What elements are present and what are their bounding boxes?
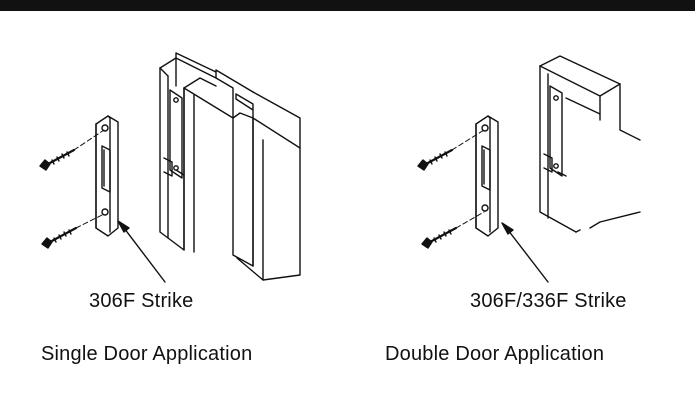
double-strike-label: 306F/336F Strike xyxy=(470,290,627,312)
single-door-application-caption: Single Door Application xyxy=(41,343,253,365)
double-door-screws xyxy=(417,129,485,249)
single-door-screws xyxy=(39,129,105,249)
double-door-leader-arrow xyxy=(501,222,549,283)
single-door-strike-plate xyxy=(95,115,119,237)
single-strike-label: 306F Strike xyxy=(89,290,194,312)
single-door-frame xyxy=(159,52,301,281)
top-rule xyxy=(0,0,695,11)
single-door-leader-arrow xyxy=(117,220,166,283)
double-door-frame xyxy=(539,55,641,233)
double-door-application-caption: Double Door Application xyxy=(385,343,605,365)
double-door-strike-plate xyxy=(475,115,499,237)
